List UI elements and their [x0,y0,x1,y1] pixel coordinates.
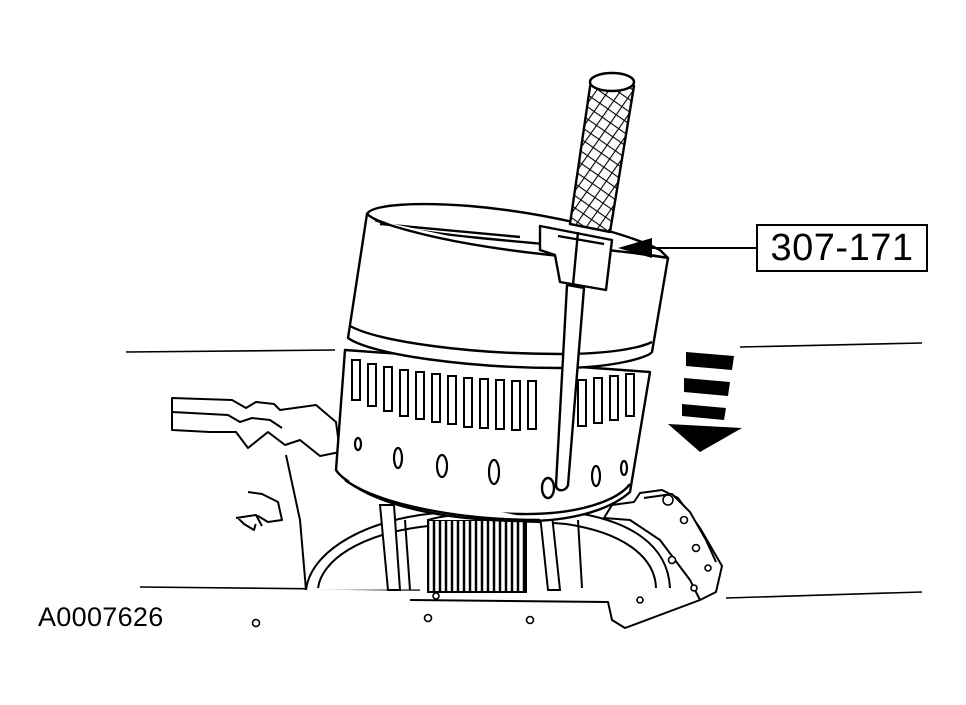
drum-ports [353,436,629,488]
case-bolt-holes [251,494,712,628]
drum-housing [334,202,670,523]
background-lines [125,342,923,599]
gear-shaft-assembly [378,504,583,593]
special-tool [538,71,636,500]
tool-number: 307-171 [770,226,914,269]
callout-leader [618,238,756,258]
drum-splines [351,359,635,431]
down-arrow-icon [668,352,742,452]
figure-id: A0007626 [38,602,164,632]
tool-callout-label: 307-171 [756,224,928,272]
